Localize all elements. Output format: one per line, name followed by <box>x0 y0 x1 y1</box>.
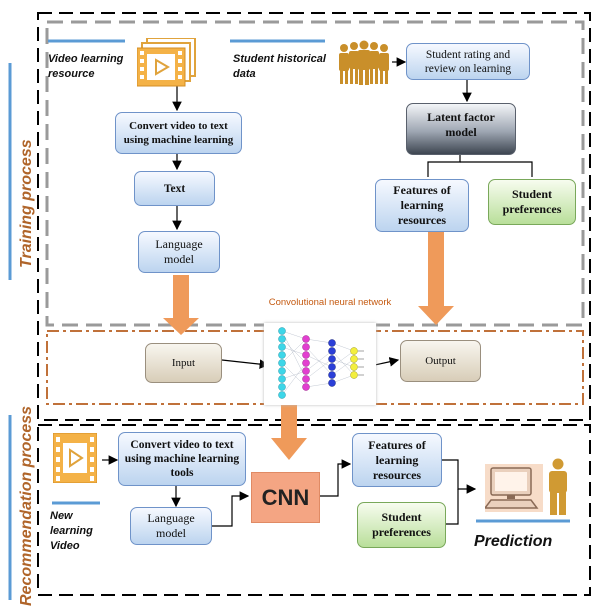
crowd-icon <box>336 40 392 86</box>
convert-video-tools-box: Convert video to text using machine lear… <box>118 432 246 486</box>
cnn-box: CNN <box>251 472 320 523</box>
convert-video-ml-box: Convert video to text using machine lear… <box>115 112 242 154</box>
latent-factor-model-box: Latent factor model <box>406 103 516 155</box>
features-learning-resources-box-1: Features of learning resources <box>375 179 469 232</box>
student-preferences-box-1: Student preferences <box>488 179 576 225</box>
language-model-box-1: Language model <box>138 231 220 273</box>
text-box: Text <box>134 171 215 206</box>
computer-icon <box>485 464 543 512</box>
features-learning-resources-box-2: Features of learning resources <box>352 433 442 487</box>
input-box: Input <box>145 343 222 383</box>
film-strip-icon <box>137 38 197 88</box>
training-process-label: Training process <box>18 139 35 268</box>
person-icon <box>545 458 571 516</box>
language-model-box-2: Language model <box>130 507 212 545</box>
neural-network-icon <box>264 323 376 405</box>
film-strip-icon-small <box>53 433 97 483</box>
student-preferences-box-2: Student preferences <box>357 502 446 548</box>
cnn-title: Convolutional neural network <box>268 297 392 308</box>
video-learning-resource-label: Video learning resource <box>48 53 124 80</box>
new-learning-video-label: New learning Video <box>50 510 93 552</box>
student-rating-box: Student rating and review on learning <box>406 43 530 80</box>
output-box: Output <box>400 340 481 382</box>
prediction-label: Prediction <box>474 533 553 550</box>
student-historical-data-label: Student historical data <box>233 53 326 80</box>
recommendation-process-label: Recommendation process <box>18 405 35 606</box>
